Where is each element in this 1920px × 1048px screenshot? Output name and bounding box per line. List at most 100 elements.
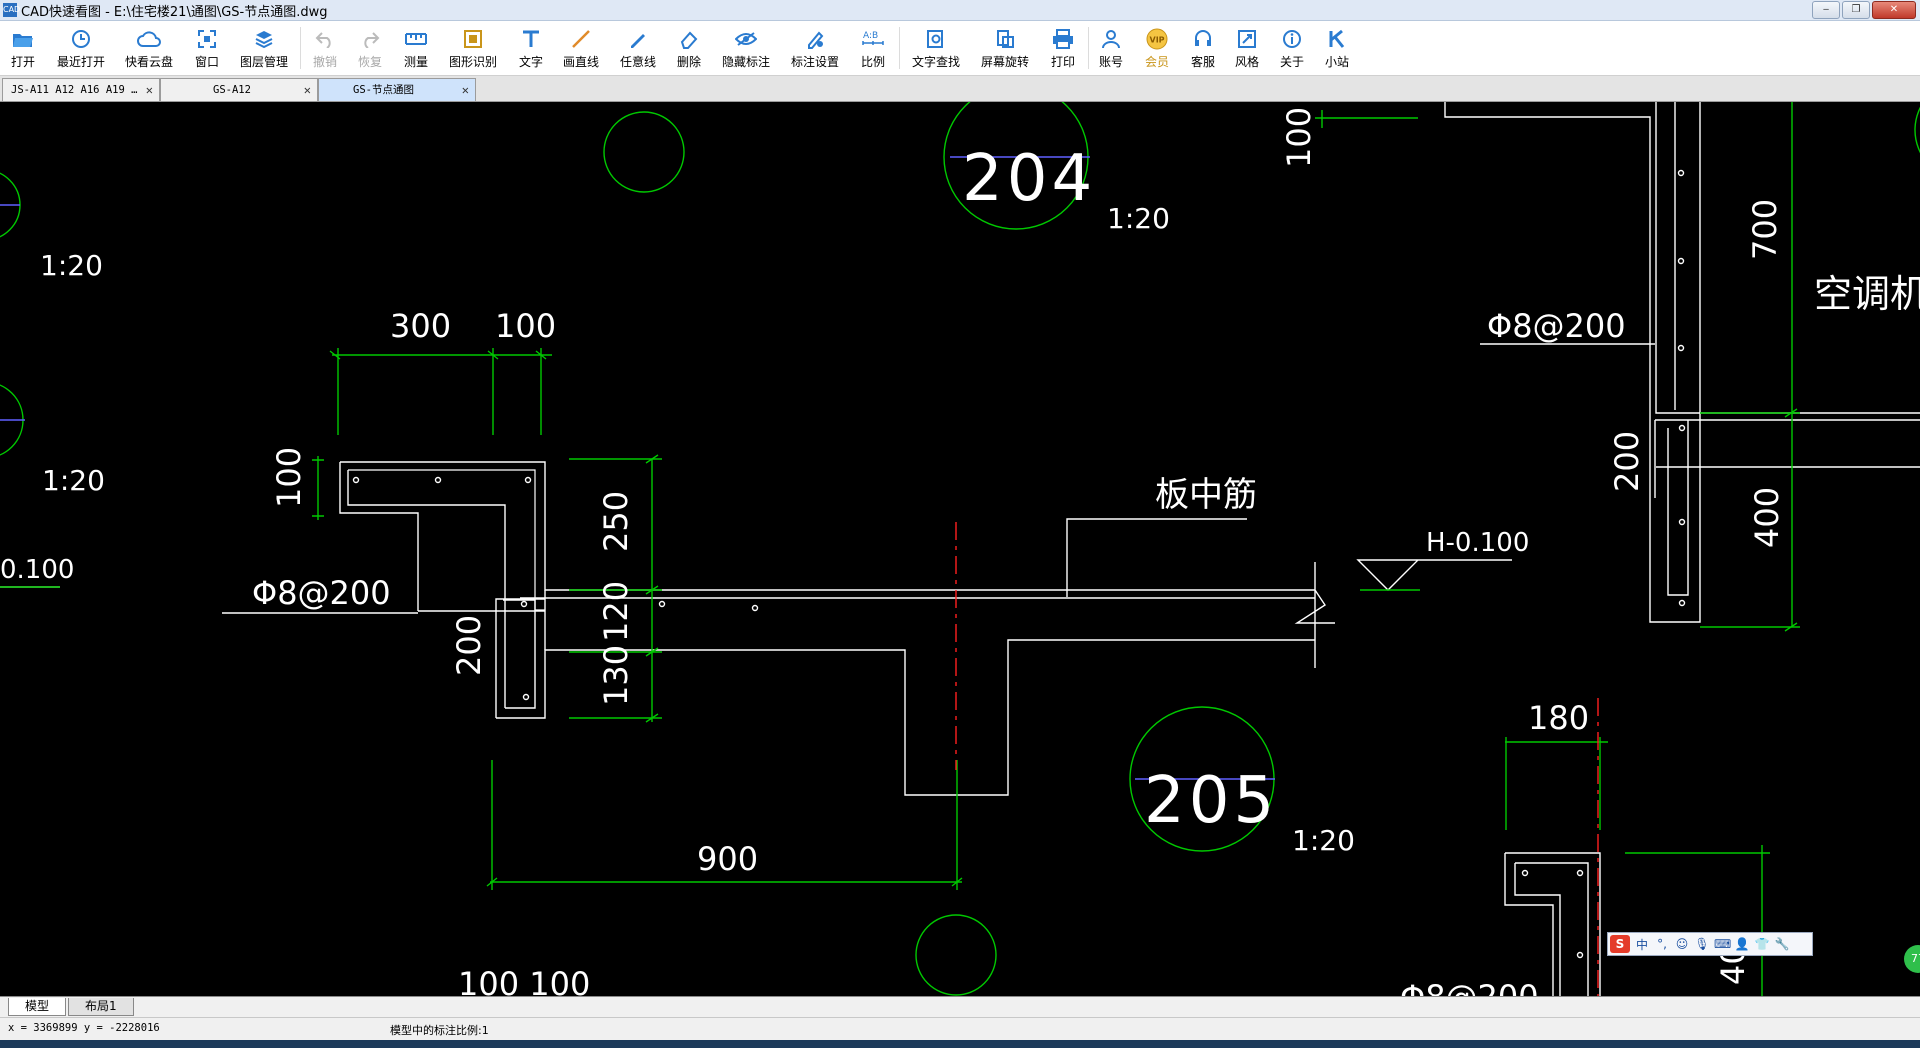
dimension-130: 130 <box>597 645 635 706</box>
delete-button[interactable]: 删除 <box>674 21 704 75</box>
title-bar: CAD CAD快速看图 - E:\住宅楼21\通图\GS-节点通图.dwg ‒ … <box>0 0 1920 21</box>
scale-label: 1:20 <box>42 464 105 497</box>
status-bar: x = 3369899 y = -2228016 模型中的标注比例:1 <box>0 1017 1920 1040</box>
dimension-200-right: 200 <box>1608 431 1646 492</box>
draw-line-button[interactable]: 画直线 <box>560 21 602 75</box>
ime-punct[interactable]: °, <box>1657 937 1667 951</box>
folder-icon <box>10 27 36 51</box>
cloud-icon <box>136 27 162 51</box>
tab-model[interactable]: 模型 <box>8 998 67 1016</box>
detail-bubble <box>603 111 685 193</box>
cursor-coordinates: x = 3369899 y = -2228016 <box>8 1022 160 1034</box>
user-icon <box>1098 27 1124 51</box>
style-icon <box>1234 27 1260 51</box>
drawing-canvas[interactable]: 204 205 1:20 1:20 1:20 1:20 300 100 900 … <box>0 102 1920 996</box>
keyboard-icon[interactable]: ⌨ <box>1714 937 1732 951</box>
shape-recognition-button[interactable]: 图形识别 <box>447 21 499 75</box>
toolbar-separator <box>1088 27 1089 69</box>
skin-icon[interactable]: 👕 <box>1754 937 1770 951</box>
dimension-250: 250 <box>597 491 635 552</box>
measure-button[interactable]: 测量 <box>401 21 431 75</box>
ac-position-label: 空调机位 <box>1814 272 1920 316</box>
elevation-label: H-0.100 <box>1426 528 1529 558</box>
eraser-icon <box>676 27 702 51</box>
ratio-icon: A:B <box>860 27 886 51</box>
cloud-drive-button[interactable]: 快看云盘 <box>123 21 175 75</box>
search-icon <box>923 27 949 51</box>
dimension-lines <box>312 102 1800 996</box>
main-toolbar: 打开 最近打开 快看云盘 窗口 图层管理 撤销 恢复 测量 图形识别 文字 画直… <box>0 21 1920 76</box>
rebar-label-right: Φ8@200 <box>1487 307 1626 345</box>
redo-button[interactable]: 恢复 <box>355 21 385 75</box>
close-tab-icon[interactable]: ✕ <box>461 83 469 97</box>
center-lines <box>955 522 1599 996</box>
toolbar-separator <box>899 27 900 69</box>
close-tab-icon[interactable]: ✕ <box>145 83 153 97</box>
emoji-icon[interactable]: ☺ <box>1675 937 1689 951</box>
document-tab-bar: JS-A11 A12 A16 A19 … ✕ GS-A12 ✕ GS-节点通图 … <box>0 76 1920 102</box>
freehand-line-button[interactable]: 任意线 <box>617 21 659 75</box>
dimension-100: 100 <box>495 307 556 345</box>
close-window-button[interactable]: ✕ <box>1872 1 1916 19</box>
ime-toolbar[interactable]: S 中 °, ☺ 🎙 ⌨ 👤 👕 🔧 <box>1607 932 1813 956</box>
eye-icon <box>733 27 759 51</box>
undo-button[interactable]: 撤销 <box>310 21 340 75</box>
about-button[interactable]: 关于 <box>1277 21 1307 75</box>
scale-label: 1:20 <box>40 249 103 282</box>
dimension-900: 900 <box>697 840 758 878</box>
ratio-button[interactable]: A:B 比例 <box>858 21 888 75</box>
info-icon <box>1279 27 1305 51</box>
close-tab-icon[interactable]: ✕ <box>303 83 311 97</box>
site-logo-icon <box>1324 27 1350 51</box>
history-icon <box>68 27 94 51</box>
rebar-label-cut: Φ8@200 <box>1400 978 1539 996</box>
ime-mode[interactable]: 中 <box>1635 937 1648 952</box>
tab-layout1[interactable]: 布局1 <box>68 998 134 1016</box>
tab-gs-a12[interactable]: GS-A12 ✕ <box>160 78 318 101</box>
layout-tab-bar: 模型 布局1 <box>0 996 1920 1017</box>
svg-text:A:B: A:B <box>863 31 878 41</box>
hide-annotation-button[interactable]: 隐藏标注 <box>720 21 772 75</box>
microphone-icon[interactable]: 🎙 <box>1694 937 1710 951</box>
vip-button[interactable]: VIP 会员 <box>1142 21 1172 75</box>
window-fit-icon <box>194 27 220 51</box>
dimension-400: 400 <box>1748 487 1786 548</box>
window-controls: ‒ ❐ ✕ <box>1812 1 1916 19</box>
dimension-300: 300 <box>390 307 451 345</box>
wrench-icon[interactable]: 🔧 <box>1774 937 1790 951</box>
headset-icon <box>1190 27 1216 51</box>
elevation-label-left: 0.100 <box>0 555 74 585</box>
window-title: CAD快速看图 - E:\住宅楼21\通图\GS-节点通图.dwg <box>21 4 328 20</box>
svg-text:VIP: VIP <box>1150 36 1165 45</box>
sogou-logo-icon: S <box>1610 935 1630 953</box>
tab-gs-node-drawing[interactable]: GS-节点通图 ✕ <box>318 78 476 101</box>
print-button[interactable]: 打印 <box>1048 21 1078 75</box>
window-button[interactable]: 窗口 <box>192 21 222 75</box>
ruler-icon <box>403 27 429 51</box>
dimension-100-100: 100 100 <box>458 965 590 996</box>
dimension-100-top: 100 <box>1280 107 1318 168</box>
shape-recognition-icon <box>460 27 486 51</box>
site-button[interactable]: 小站 <box>1322 21 1352 75</box>
notification-badge[interactable]: 77 <box>1904 945 1920 973</box>
tab-js-a11[interactable]: JS-A11 A12 A16 A19 … ✕ <box>2 78 160 101</box>
annotation-settings-button[interactable]: 标注设置 <box>789 21 841 75</box>
open-button[interactable]: 打开 <box>8 21 38 75</box>
dimension-180: 180 <box>1528 699 1589 737</box>
maximize-button[interactable]: ❐ <box>1842 1 1870 19</box>
minimize-button[interactable]: ‒ <box>1812 1 1840 19</box>
scale-label: 1:20 <box>1107 202 1170 235</box>
style-button[interactable]: 风格 <box>1232 21 1262 75</box>
customer-service-button[interactable]: 客服 <box>1188 21 1218 75</box>
screen-rotate-button[interactable]: 屏幕旋转 <box>979 21 1031 75</box>
dimension-200: 200 <box>450 615 488 676</box>
rebar-label: Φ8@200 <box>252 574 391 612</box>
user-icon[interactable]: 👤 <box>1734 937 1750 951</box>
slab-mid-rebar-label: 板中筋 <box>1155 475 1257 515</box>
layer-manager-button[interactable]: 图层管理 <box>238 21 290 75</box>
recent-open-button[interactable]: 最近打开 <box>55 21 107 75</box>
text-button[interactable]: 文字 <box>516 21 546 75</box>
text-search-button[interactable]: 文字查找 <box>910 21 962 75</box>
account-button[interactable]: 账号 <box>1096 21 1126 75</box>
wall-section <box>1444 102 1920 996</box>
